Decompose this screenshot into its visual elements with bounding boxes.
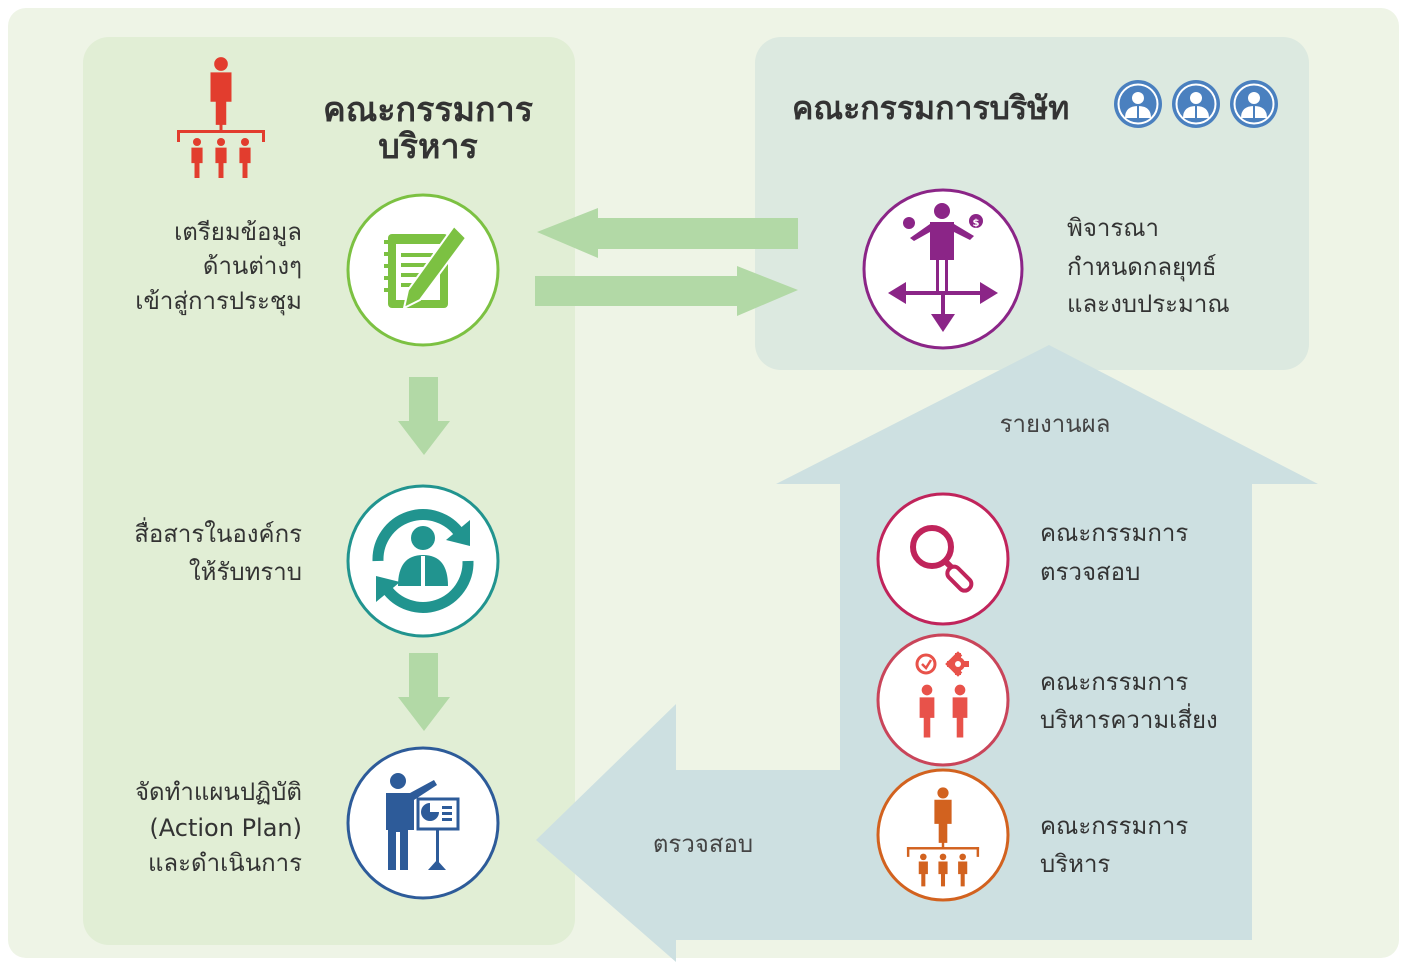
committee-audit-line1: คณะกรรมการ bbox=[1040, 519, 1188, 547]
committee-executive-line2: บริหาร bbox=[1040, 850, 1110, 878]
decision-maker-icon: $ bbox=[888, 203, 998, 332]
committee-risk-line1: คณะกรรมการ bbox=[1040, 668, 1188, 696]
committee-risk-line2: บริหารความเสี่ยง bbox=[1040, 703, 1218, 734]
down-arrow-2 bbox=[398, 653, 450, 731]
step-consider-line1: พิจารณา bbox=[1067, 214, 1159, 242]
board-member-icon bbox=[1113, 79, 1163, 129]
step-action-plan-line1: จัดทำแผนปฏิบัติ bbox=[135, 778, 302, 806]
risk-team-icon bbox=[915, 651, 969, 738]
committee-audit-line2: ตรวจสอบ bbox=[1040, 558, 1140, 586]
person-sync-icon bbox=[372, 509, 474, 613]
magnifier-icon bbox=[910, 525, 974, 593]
step-prepare-line1: เตรียมข้อมูล bbox=[174, 218, 302, 247]
step-communicate-line1: สื่อสารในองค์กร bbox=[134, 517, 302, 548]
step-consider-line3: และงบประมาณ bbox=[1067, 290, 1230, 318]
step-circle-consider bbox=[862, 188, 1024, 350]
right-panel-title: คณะกรรมการบริษัท bbox=[792, 89, 1069, 127]
step-action-plan-line3: และดำเนินการ bbox=[148, 849, 302, 877]
right-panel bbox=[755, 37, 1309, 370]
committee-executive-line1: คณะกรรมการ bbox=[1040, 812, 1188, 840]
step-communicate-line2: ให้รับทราบ bbox=[189, 558, 302, 586]
report-label: รายงานผล bbox=[1000, 410, 1111, 438]
committee-circle-risk bbox=[876, 633, 1010, 767]
left-panel bbox=[83, 37, 575, 945]
board-member-icon bbox=[1171, 79, 1221, 129]
svg-text:$: $ bbox=[973, 218, 980, 229]
step-prepare-line2: ด้านต่างๆ bbox=[203, 252, 302, 280]
arrow-to-left bbox=[537, 208, 798, 258]
left-panel-title-line2: บริหาร bbox=[378, 127, 478, 167]
audit-label: ตรวจสอบ bbox=[653, 830, 753, 858]
board-member-icon bbox=[1229, 79, 1279, 129]
down-arrow-1 bbox=[398, 377, 450, 455]
step-action-plan-line2: (Action Plan) bbox=[149, 814, 302, 842]
arrow-to-right bbox=[535, 266, 798, 316]
presenter-board-icon bbox=[386, 773, 460, 870]
left-panel-title-line1: คณะกรรมการ bbox=[323, 90, 534, 130]
notepad-pen-icon bbox=[384, 224, 468, 310]
step-consider-line2: กำหนดกลยุทธ์ bbox=[1067, 253, 1217, 282]
step-prepare-line3: เข้าสู่การประชุม bbox=[135, 287, 302, 316]
